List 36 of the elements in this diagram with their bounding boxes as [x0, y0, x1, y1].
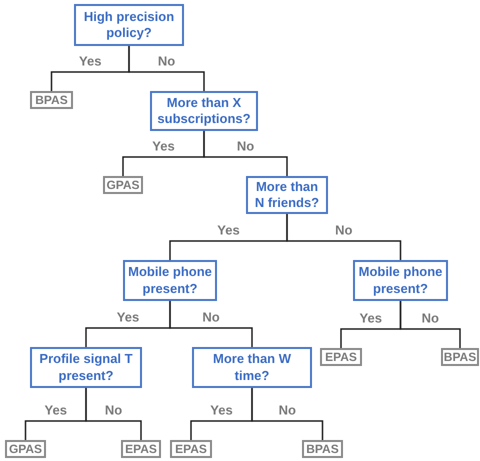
connector-line — [128, 46, 205, 91]
decision-box: More than X subscriptions? — [150, 91, 258, 131]
connector-line — [251, 388, 324, 440]
decision-box: Profile signal T present? — [30, 347, 142, 388]
edge-label: No — [276, 402, 298, 418]
outcome-box: EPAS — [121, 440, 161, 458]
edge-label: Yes — [42, 402, 69, 418]
decision-box: Mobile phone present? — [353, 260, 448, 301]
decision-box: More than W time? — [192, 347, 312, 388]
edge-label: No — [420, 310, 441, 326]
outcome-box: EPAS — [320, 348, 362, 366]
decision-box: Mobile phone present? — [123, 260, 217, 301]
edge-label: No — [200, 310, 222, 324]
outcome-box: BPAS — [30, 91, 73, 109]
edge-label: No — [234, 138, 256, 154]
edge-label: Yes — [358, 310, 384, 326]
outcome-box: BPAS — [441, 348, 479, 366]
connector-line — [400, 301, 461, 348]
edge-label: Yes — [114, 310, 142, 324]
edge-label: No — [156, 54, 178, 68]
edge-label: Yes — [215, 222, 242, 238]
outcome-box: GPAS — [5, 440, 46, 458]
edge-label: Yes — [208, 402, 235, 418]
edge-label: No — [102, 402, 124, 418]
outcome-box: BPAS — [302, 440, 343, 458]
edge-label: Yes — [77, 54, 104, 68]
outcome-box: EPAS — [170, 440, 212, 458]
connector-line — [203, 131, 288, 176]
outcome-box: GPAS — [103, 176, 143, 194]
connector-line — [85, 388, 142, 440]
connector-line — [286, 214, 402, 260]
connector-line — [169, 301, 253, 347]
edge-label: No — [333, 222, 354, 238]
edge-label: Yes — [150, 138, 177, 154]
decision-box: High precision policy? — [74, 4, 184, 46]
decision-box: More than N friends? — [246, 176, 328, 214]
